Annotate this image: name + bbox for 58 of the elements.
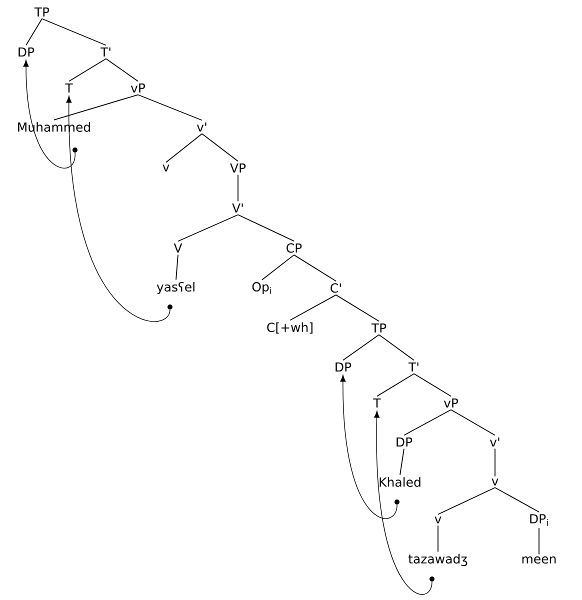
category-label: v' [490,437,500,447]
branch-line [414,373,452,397]
branch-line [26,18,42,46]
category-label: DP [18,47,34,57]
category-label: v [434,516,442,524]
category-label: C[+wh] [267,322,312,334]
category-label: CP [286,243,302,253]
branch-line [494,487,540,512]
category-label: T' [100,47,110,57]
category-label: T [373,398,381,408]
branch-line [176,254,178,280]
branch-line [166,133,202,163]
branch-line [438,487,496,515]
category-label: v' [196,122,206,132]
movement-arrow [23,60,76,168]
branch-line [494,448,496,477]
branch-line [54,94,138,120]
movement-arrow [66,96,170,322]
branch-line [342,334,380,361]
word-label: Khaled [380,477,420,487]
branch-line [294,254,336,282]
category-label: vP [130,83,146,93]
category-label: vP [444,398,458,408]
branch-line [262,254,294,280]
branch-line [138,94,202,121]
branch-line [450,409,496,436]
category-label: T' [408,362,418,372]
word-label: yasʕel [156,282,194,294]
category-label: DP [336,362,352,372]
branch-line [106,58,138,82]
category-label: v [162,164,170,172]
category-label: TP [34,7,50,17]
branch-line [178,214,238,242]
branch-line [42,18,106,46]
category-label: DP$_{i}$ [530,514,548,526]
branch-line [336,294,380,322]
branch-line [290,294,336,321]
category-label: Op$_{i}$ [252,282,272,294]
branch-line [538,528,540,555]
branch-line [378,334,414,361]
category-label: DP [396,437,412,447]
branch-line [404,409,452,436]
word-label: meen [522,556,556,564]
category-label: T [65,83,73,93]
category-label: V [174,243,182,253]
category-label: C' [330,283,341,293]
branch-line [376,373,414,397]
category-label: VP [230,163,246,173]
branch-line [68,58,106,82]
branch-line [202,133,238,162]
movement-arrow [374,410,432,595]
word-label: tazawadʒ [408,554,468,566]
movement-arrow [340,374,398,519]
category-label: v [492,478,498,486]
category-label: TP [371,323,386,333]
category-label: V' [232,203,243,213]
branch-line [400,448,404,476]
branch-line [238,214,294,242]
